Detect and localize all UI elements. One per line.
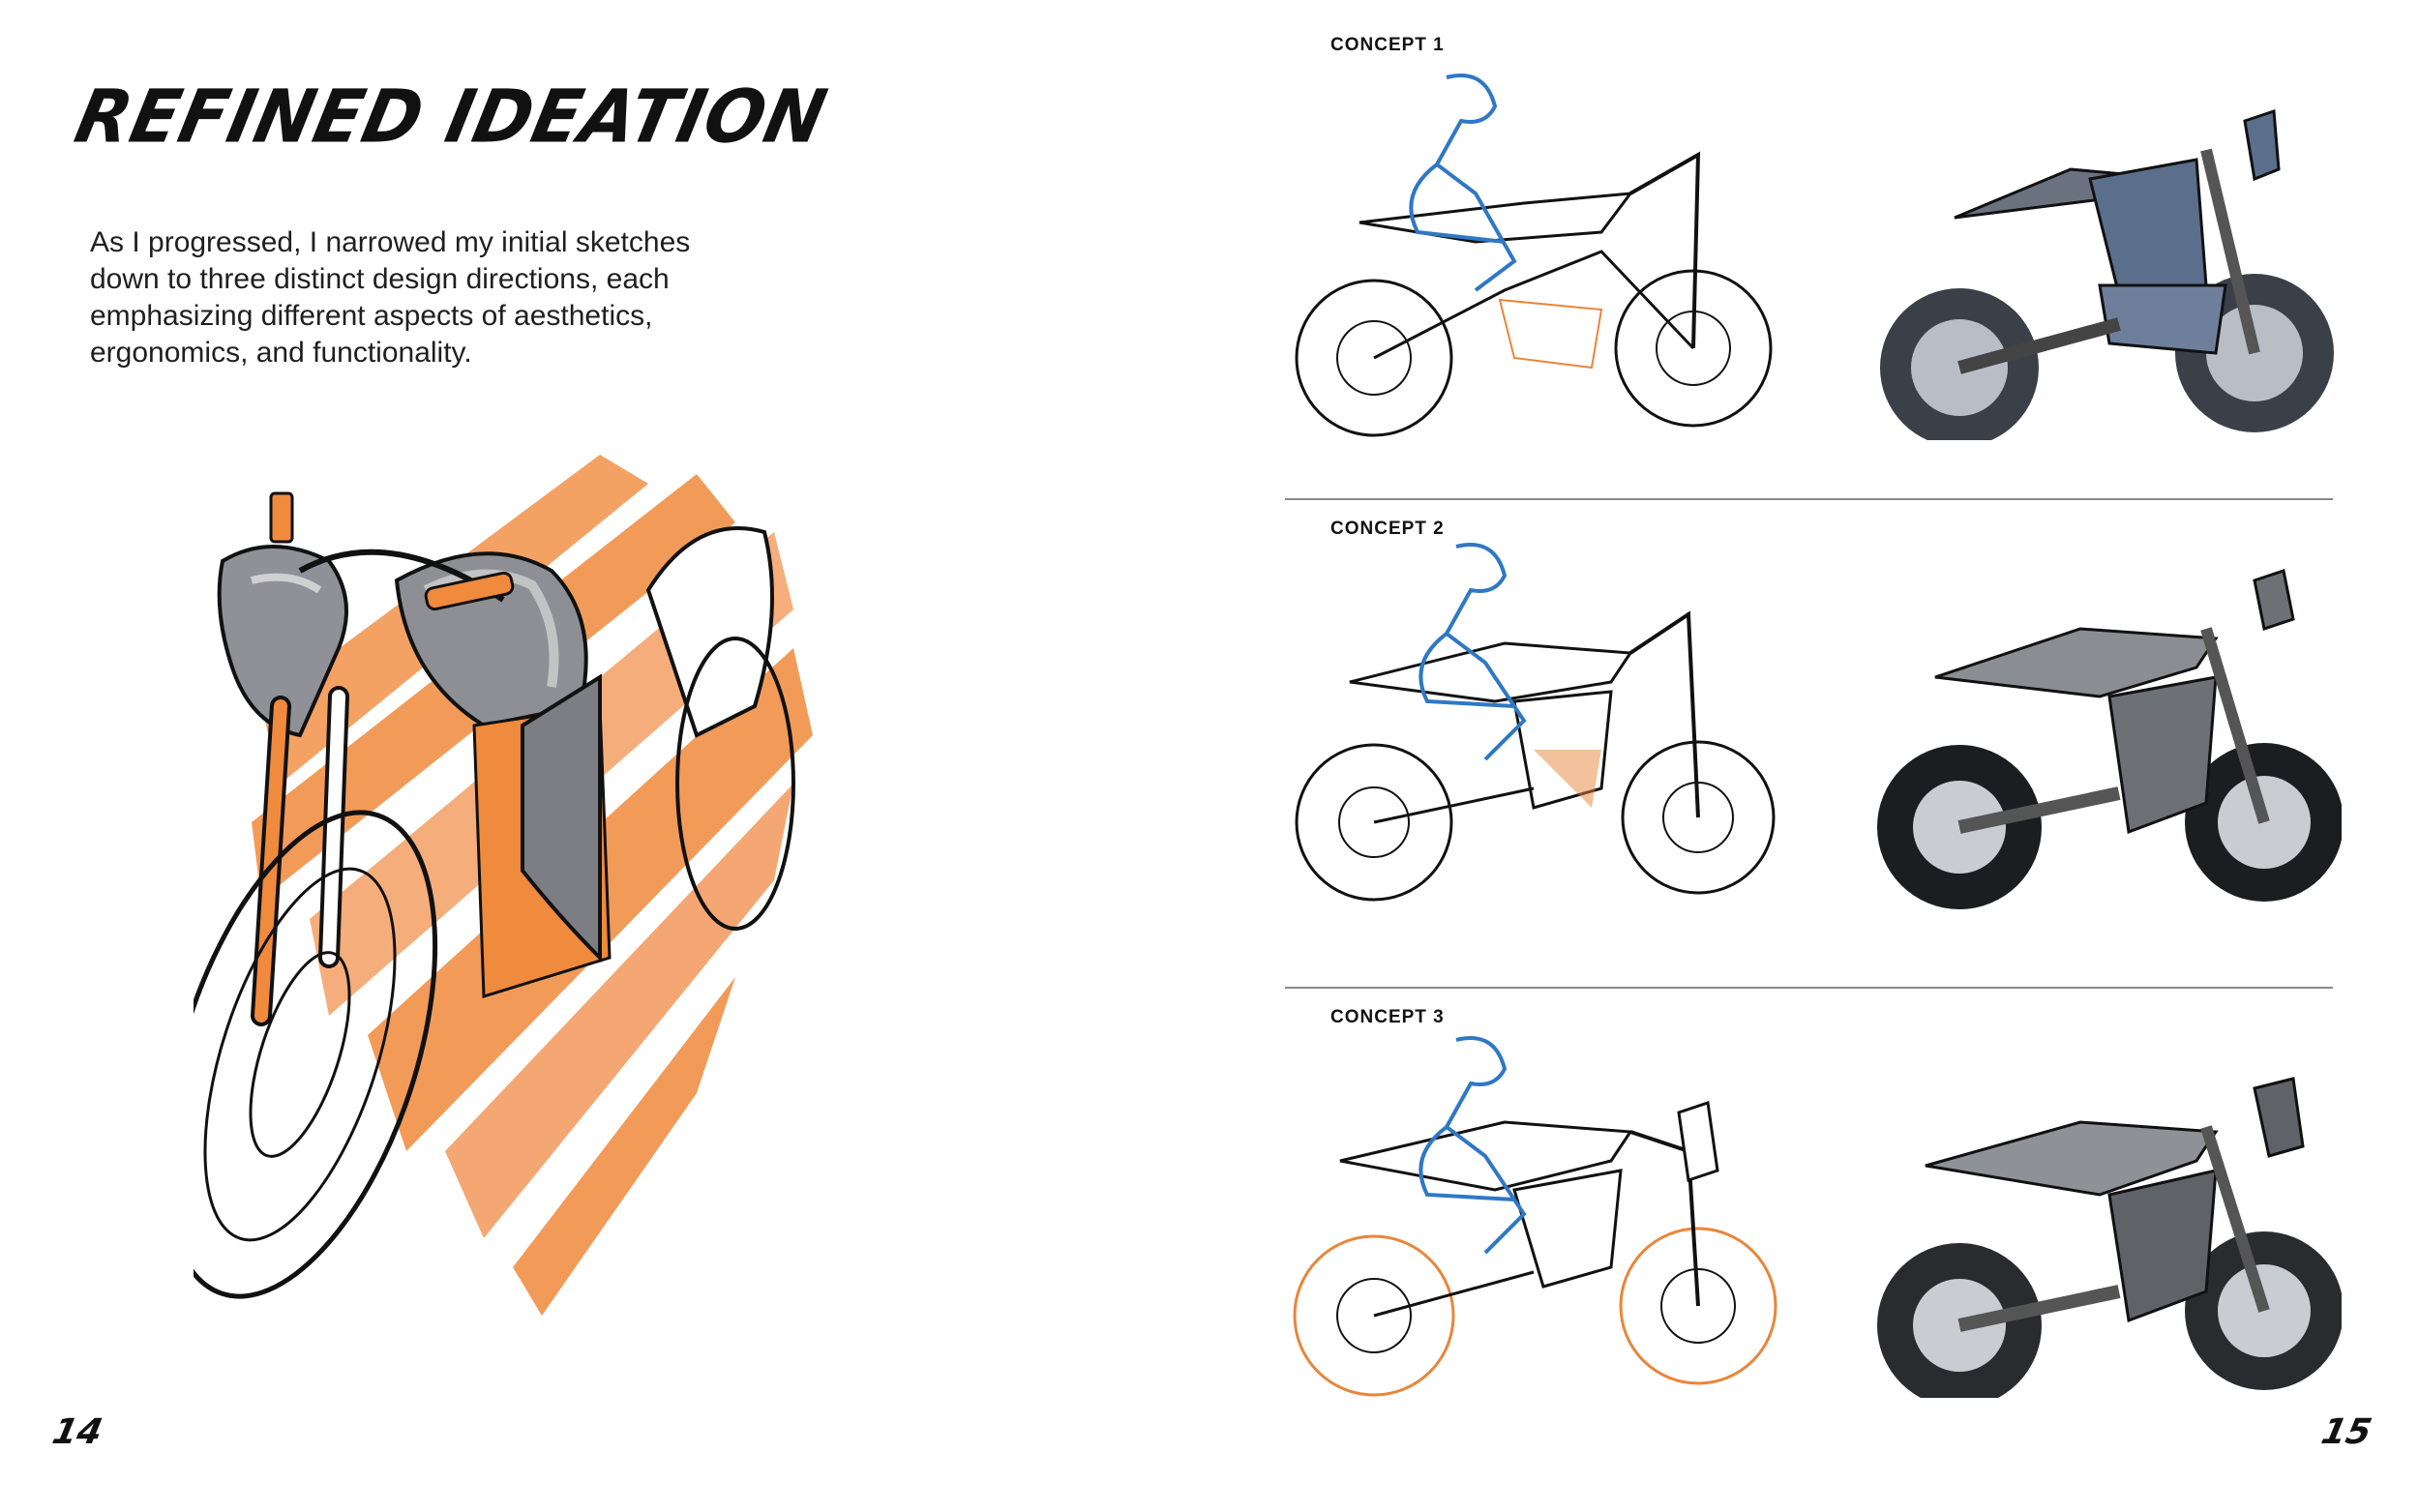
concept-3-render bbox=[1877, 1077, 2342, 1398]
concept-2-render bbox=[1877, 569, 2342, 909]
page-title: Refined Ideation bbox=[68, 73, 835, 160]
hero-motorcycle-sketch bbox=[194, 455, 813, 1316]
intro-paragraph: As I progressed, I narrowed my initial s… bbox=[90, 226, 691, 369]
concept-2-line-sketch bbox=[1295, 543, 1776, 902]
concept-1-label: CONCEPT 1 bbox=[1330, 35, 1445, 55]
concept-3-line-sketch bbox=[1293, 1036, 1777, 1397]
right-page: CONCEPT 1 CONCEPT 2 bbox=[1210, 0, 2419, 1512]
concept-1-render bbox=[1880, 108, 2334, 440]
concept-2-label: CONCEPT 2 bbox=[1330, 519, 1445, 539]
concept-1-line-sketch bbox=[1295, 74, 1773, 437]
page-number-right: 15 bbox=[2317, 1412, 2375, 1452]
concept-divider-1 bbox=[1285, 498, 2333, 500]
concept-divider-2 bbox=[1285, 987, 2333, 989]
left-page: Refined Ideation As I progressed, I narr… bbox=[48, 73, 835, 1452]
page-number-left: 14 bbox=[48, 1412, 106, 1452]
concept-3-label: CONCEPT 3 bbox=[1330, 1007, 1445, 1027]
